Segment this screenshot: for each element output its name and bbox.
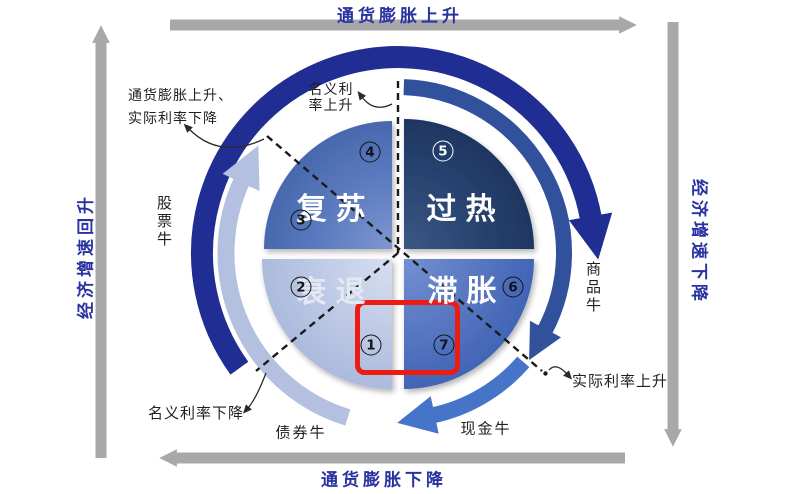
step-6-badge: 6 [502, 276, 524, 298]
nominal-rate-down-note: 名义利率下降 [148, 404, 245, 422]
leader-nominal-rate-up [357, 91, 393, 108]
step-1-badge: 1 [360, 334, 382, 356]
outer-clockwise-arc-arrow [191, 46, 613, 375]
step-2-badge: 2 [290, 276, 312, 298]
leader-real-rate-up [548, 366, 573, 380]
highlight-box [355, 300, 460, 375]
quadrant-stagflation [404, 259, 534, 389]
stagflation-label: 滞胀 [427, 274, 506, 309]
bottom-axis-label: 通货膨胀下降 [321, 470, 447, 491]
commodity-bull-arc-arrow [403, 79, 572, 361]
center-sw-dashed-line [255, 252, 399, 372]
overheat-label: 过热 [426, 192, 505, 227]
leader-inflation-up-real-rate-down [183, 123, 265, 149]
inflation-up-real-rate-down-note: 通货膨胀上升、 实际利率下降 [128, 85, 233, 131]
step-3-badge: 3 [290, 209, 312, 231]
inflation-up-real-rate-down-line1: 通货膨胀上升、 [128, 88, 233, 104]
real-rate-up-note: 实际利率上升 [572, 372, 669, 390]
step-4-badge: 4 [359, 141, 381, 163]
bond-bull-arc-arrow [217, 145, 351, 426]
nominal-rate-up-line2: 率上升 [308, 98, 354, 114]
cash-bull-label: 现金牛 [460, 419, 512, 438]
step-5-badge: 5 [432, 140, 454, 162]
nw-se-dashed-line [266, 135, 543, 372]
inflation-up-real-rate-down-line2: 实际利率下降 [128, 111, 218, 127]
top-axis-label: 通货膨胀上升 [337, 6, 463, 27]
leader-nominal-rate-down [243, 372, 267, 414]
commodity-bull-label: 商品牛 [584, 261, 602, 315]
step-7-badge: 7 [433, 334, 455, 356]
nominal-rate-up-line1: 名义利 [308, 82, 354, 98]
cash-bull-arc-arrow [397, 356, 530, 434]
stock-bull-label: 股票牛 [155, 195, 173, 249]
right-axis-label: 经济增速下降 [688, 179, 709, 305]
bond-bull-label: 债券牛 [275, 423, 327, 442]
left-axis-label: 经济增速回升 [76, 193, 97, 319]
dashed-line-end-dot [543, 371, 548, 376]
nominal-rate-up-note: 名义利 率上升 [309, 82, 354, 114]
